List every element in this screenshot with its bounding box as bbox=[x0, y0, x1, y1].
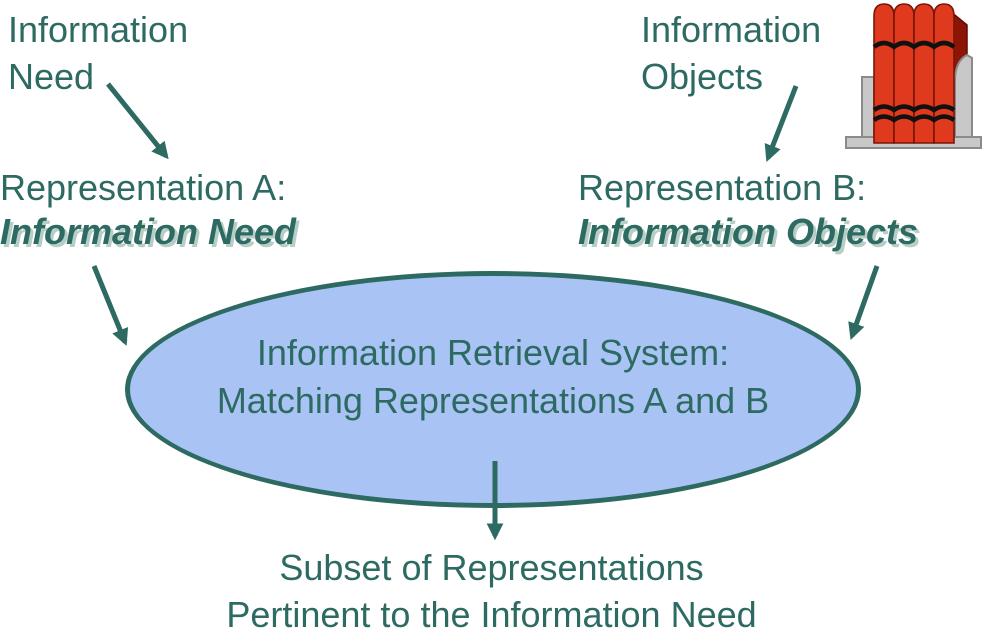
ir-system-line1: Information Retrieval System: bbox=[256, 331, 730, 373]
result-node: Subset of Representations Pertinent to t… bbox=[0, 544, 983, 638]
arrow-rep-a-to-system bbox=[91, 265, 129, 346]
representation-b-subtitle: Information Objects bbox=[578, 211, 919, 252]
right-bookend bbox=[954, 53, 973, 138]
arrow-rep-b-to-system bbox=[848, 265, 880, 341]
ir-system-line2: Matching Representations A and B bbox=[216, 379, 770, 421]
ir-system-ellipse: Information Retrieval System: Matching R… bbox=[125, 271, 861, 508]
representation-b-node: Representation B: Information Objects bbox=[578, 166, 918, 254]
representation-a-title: Representation A: bbox=[0, 167, 287, 208]
book-bands bbox=[872, 40, 956, 123]
representation-a-subtitle: Information Need bbox=[0, 211, 297, 252]
result-line1: Subset of Representations bbox=[279, 547, 704, 588]
information-objects-label: Information Objects bbox=[641, 9, 822, 97]
result-line2: Pertinent to the Information Need bbox=[226, 594, 757, 635]
information-need-label: Information Need bbox=[8, 9, 189, 97]
left-bookend bbox=[861, 76, 875, 138]
books-icon bbox=[845, 3, 982, 149]
representation-b-title: Representation B: bbox=[578, 167, 867, 208]
representation-a-node: Representation A: Information Need bbox=[0, 166, 296, 254]
